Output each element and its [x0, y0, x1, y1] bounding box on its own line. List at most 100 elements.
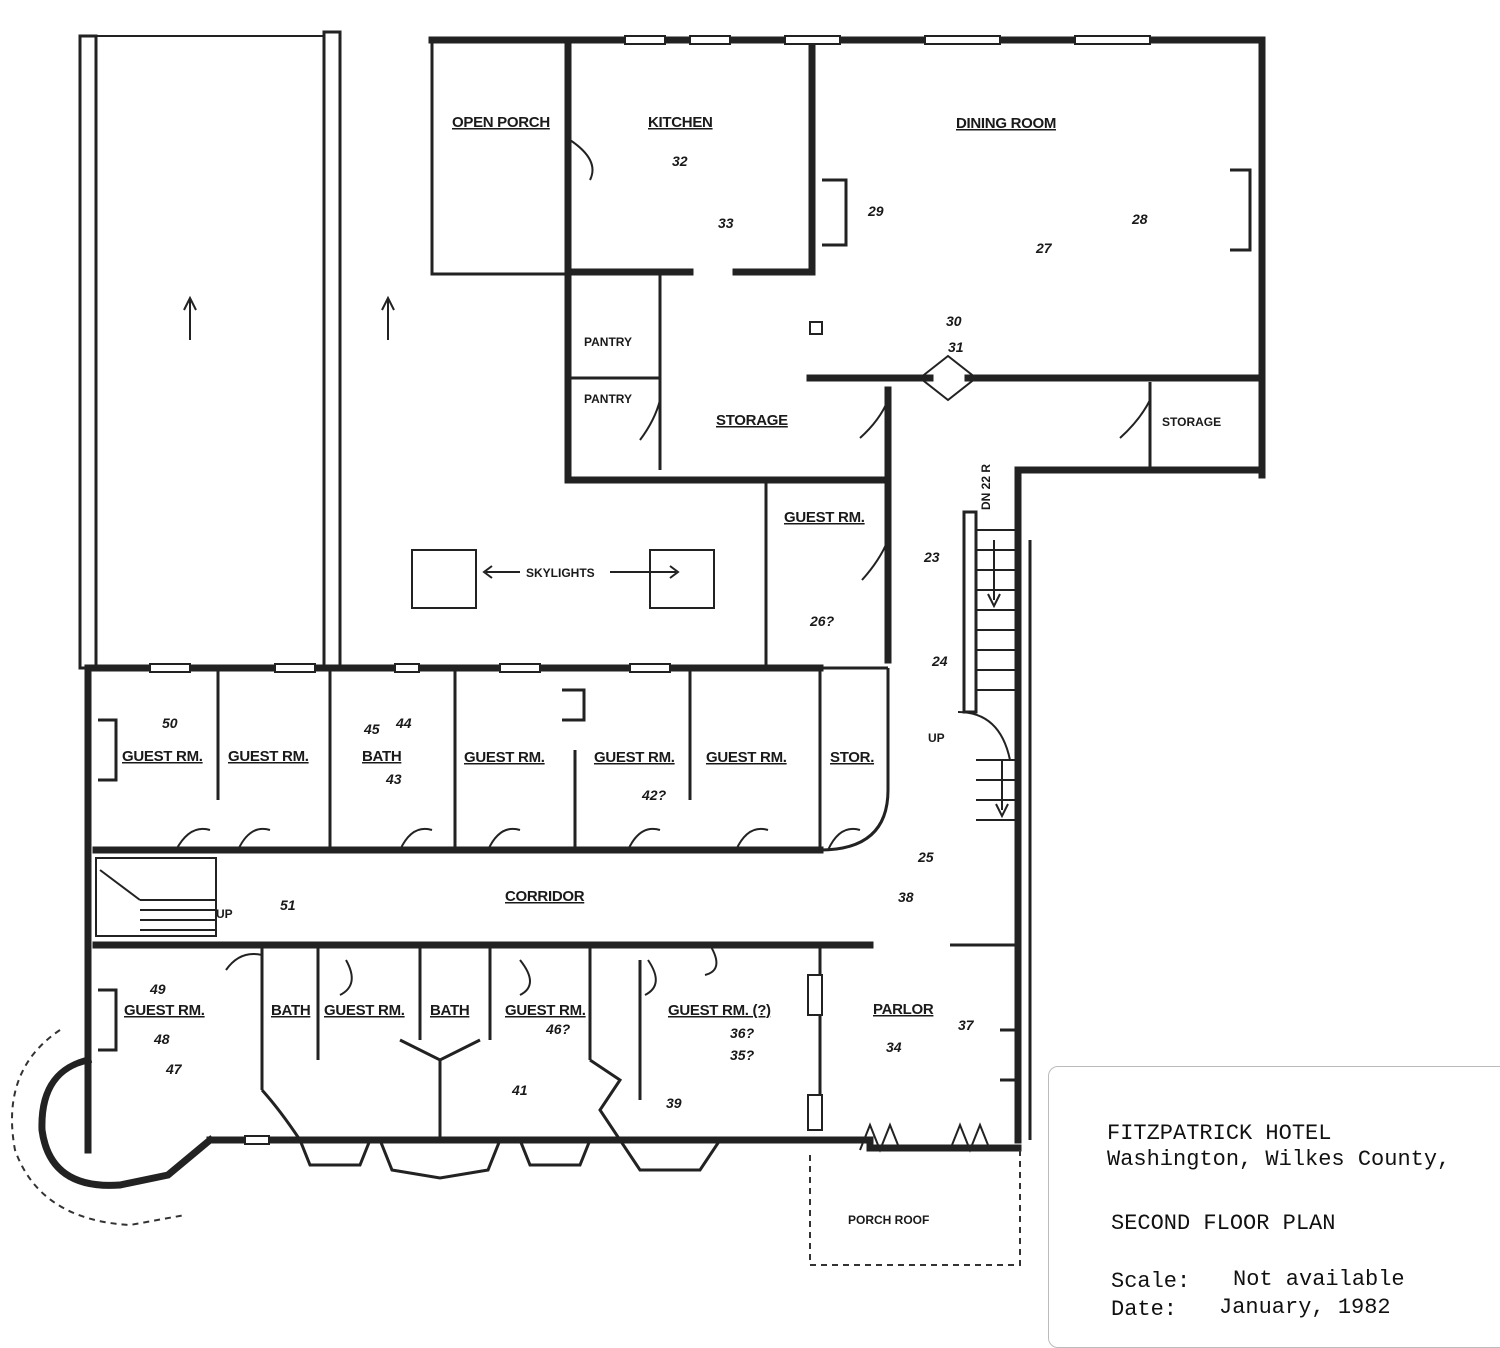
label-skylights: SKYLIGHTS [526, 566, 595, 580]
title-block: FITZPATRICK HOTEL Washington, Wilkes Cou… [1048, 1066, 1500, 1348]
door-swing [225, 953, 263, 971]
south-bay-3 [518, 1139, 592, 1167]
guest-room-door-swing [861, 539, 889, 581]
top-wing-outer-wall [428, 36, 1266, 479]
label-bath-3: BATH [430, 1002, 469, 1019]
door-swing [399, 828, 433, 851]
label-storage: STORAGE [716, 412, 788, 429]
parlor-fireplace [1000, 1028, 1018, 1082]
label-dining-room: DINING ROOM [956, 115, 1056, 132]
stair-down-arrow-2-head [995, 803, 1009, 819]
label-guest-rm-4: GUEST RM. [594, 749, 675, 766]
south-guest-row [92, 941, 1022, 1180]
storage-door-swing [859, 399, 889, 439]
tower-wall [38, 1055, 215, 1189]
photo-key-37: 37 [958, 1017, 975, 1033]
photo-key-27: 27 [1035, 240, 1053, 256]
photo-key-labels: 32 33 29 28 27 30 31 26? 23 24 25 50 44 … [149, 153, 1148, 1111]
title-date-value: January, 1982 [1219, 1295, 1391, 1320]
bay-wall-2 [589, 1058, 623, 1141]
skylight-left [411, 549, 477, 609]
title-location: Washington, Wilkes County, [1107, 1147, 1451, 1172]
door-swing [704, 944, 718, 976]
photo-key-49: 49 [149, 981, 166, 997]
photo-key-42: 42? [641, 787, 667, 803]
west-fireplace [98, 718, 118, 782]
label-porch-roof: PORCH ROOF [848, 1213, 929, 1227]
label-guest-rm-9: GUEST RM. (?) [668, 1002, 771, 1019]
photo-key-47: 47 [165, 1061, 183, 1077]
south-bay-4 [618, 1139, 722, 1172]
door-swing [487, 828, 521, 851]
photo-key-43: 43 [385, 771, 402, 787]
kitchen-door-swing [569, 139, 594, 181]
room-labels: OPEN PORCH KITCHEN DINING ROOM PANTRY PA… [122, 114, 1221, 1227]
photo-key-39: 39 [666, 1095, 682, 1111]
photo-key-23: 23 [923, 549, 940, 565]
label-stair-up-2: UP [216, 907, 233, 921]
door-swing [175, 828, 211, 851]
photo-key-31: 31 [948, 339, 964, 355]
label-guest-rm-3: GUEST RM. [464, 749, 545, 766]
label-open-porch: OPEN PORCH [452, 114, 550, 131]
window [244, 1135, 270, 1145]
door-swing [627, 828, 661, 851]
porch-roof-outline [809, 1150, 1021, 1266]
label-bath-1: BATH [362, 748, 401, 765]
south-bay-2 [378, 1139, 502, 1180]
chimney [562, 688, 586, 722]
pantry-door-swing [639, 399, 661, 441]
label-kitchen: KITCHEN [648, 114, 713, 131]
photo-key-50: 50 [162, 715, 178, 731]
door-swing [735, 828, 769, 851]
southwest-fireplace [98, 988, 118, 1052]
parlor-bay-window-1 [859, 1122, 901, 1153]
label-guest-rm-1: GUEST RM. [122, 748, 203, 765]
stair-down-arrow-head [987, 593, 1001, 609]
north-guest-row [84, 663, 890, 1154]
window [624, 35, 666, 45]
south-exterior-wall [206, 1136, 1022, 1152]
corridor-stair [95, 857, 217, 937]
photo-key-48: 48 [153, 1031, 170, 1047]
title-scale-label: Scale: [1111, 1269, 1191, 1294]
label-bath-2: BATH [271, 1002, 310, 1019]
stair-rail [962, 510, 978, 714]
photo-key-46: 46? [545, 1021, 571, 1037]
parlor-bay-window-2 [949, 1122, 991, 1153]
kitchen-fireplace [822, 178, 848, 247]
label-guest-rm-upper: GUEST RM. [784, 509, 865, 526]
label-storage-right: STORAGE [1162, 415, 1221, 429]
skylight-arrow-left-head [482, 565, 493, 579]
window [784, 35, 841, 45]
skylights [411, 549, 715, 609]
main-stair [957, 466, 1032, 1144]
window [1074, 35, 1151, 45]
label-guest-rm-2: GUEST RM. [228, 748, 309, 765]
window [394, 663, 420, 673]
title-scale-value: Not available [1233, 1267, 1405, 1292]
west-stair-outline [95, 857, 217, 937]
skylight-arrow-right-head [669, 565, 680, 579]
photo-key-24: 24 [931, 653, 948, 669]
tower-porch-outline [11, 1029, 186, 1227]
label-stor: STOR. [830, 749, 874, 766]
photo-key-25: 25 [917, 849, 934, 865]
photo-key-38: 38 [898, 889, 914, 905]
photo-key-29: 29 [867, 203, 884, 219]
bath-angle [399, 1038, 481, 1062]
stair-treads [976, 529, 1016, 821]
court-arrow-2-head [381, 295, 395, 311]
title-hotel-name: FITZPATRICK HOTEL [1107, 1121, 1332, 1146]
court-wall-middle [322, 30, 342, 670]
label-guest-rm-7: GUEST RM. [324, 1002, 405, 1019]
door-swing [237, 828, 271, 851]
photo-key-28: 28 [1131, 211, 1148, 227]
window [499, 663, 541, 673]
photo-key-26: 26? [809, 613, 835, 629]
door-swing [339, 959, 353, 996]
porch-roof-area [809, 1150, 1021, 1266]
window [924, 35, 1001, 45]
